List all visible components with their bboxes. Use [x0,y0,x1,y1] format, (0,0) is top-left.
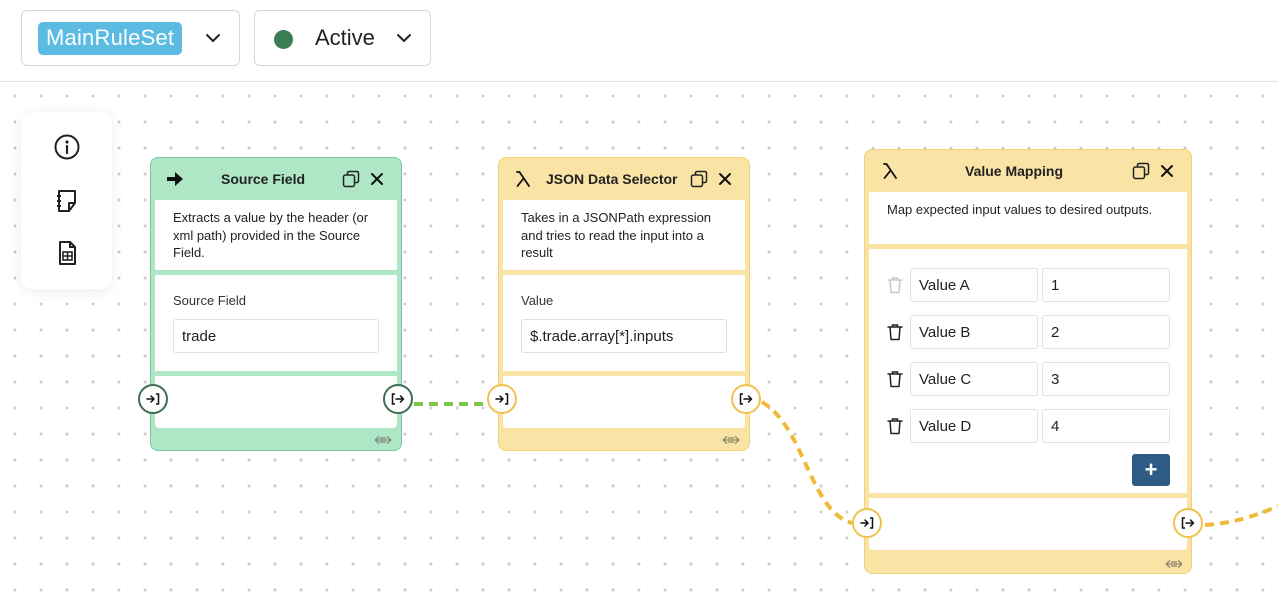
resize-horizontal-icon [1165,560,1183,568]
ruleset-select[interactable]: MainRuleSet [21,10,240,66]
add-mapping-label: + [1144,457,1158,482]
mapping-row: Value C 3 [869,362,1187,396]
input-port-icon [146,393,160,405]
mapping-row: Value A 1 [869,268,1187,302]
top-toolbar: MainRuleSet Active [0,0,1278,82]
copy-button[interactable] [342,170,360,188]
output-port-icon [391,393,405,405]
close-button[interactable] [716,170,734,188]
input-port-icon [860,517,874,529]
node-header[interactable]: Value Mapping [865,150,1191,192]
info-icon [54,134,80,160]
resize-handle[interactable] [722,434,740,446]
mapping-input-value[interactable]: Value B [910,315,1038,349]
value-mapping-node[interactable]: Value Mapping Map expected input values … [864,149,1192,574]
resize-horizontal-icon [374,436,392,444]
arrow-right-icon [165,169,185,189]
node-description: Takes in a JSONPath expression and tries… [521,210,712,260]
node-description: Extracts a value by the header (or xml p… [173,210,369,260]
lambda-icon [880,161,900,181]
mapping-table: Value A 1 Value B 2 Value C 3 Value D 4 … [869,249,1187,493]
copy-button[interactable] [1132,162,1150,180]
connection-wires [414,400,1278,527]
trash-icon[interactable] [887,276,903,294]
close-button[interactable] [1158,162,1176,180]
close-icon [719,173,731,185]
input-port[interactable] [852,508,882,538]
wire-json-to-mapping [760,400,853,525]
node-ports-section [155,376,397,428]
trash-icon[interactable] [887,370,903,388]
mapping-output-value[interactable]: 3 [1042,362,1170,396]
mapping-row: Value D 4 [869,409,1187,443]
output-port[interactable] [1173,508,1203,538]
note-button[interactable] [52,186,82,216]
input-port[interactable] [138,384,168,414]
mapping-input-value[interactable]: Value A [910,268,1038,302]
node-ports-section [503,376,745,428]
output-port[interactable] [383,384,413,414]
json-data-selector-node[interactable]: JSON Data Selector Takes in a JSONPath e… [498,157,750,451]
side-panel [21,112,112,289]
table-document-icon [59,241,76,265]
node-description: Map expected input values to desired out… [887,202,1153,217]
node-header[interactable]: JSON Data Selector [499,158,749,200]
node-ports-section [869,498,1187,550]
node-description-section: Map expected input values to desired out… [869,192,1187,244]
trash-icon[interactable] [887,417,903,435]
input-port-icon [495,393,509,405]
copy-icon [1132,162,1150,180]
chevron-down-icon [206,34,220,42]
lambda-icon [513,169,533,189]
node-field-section: Value $.trade.array[*].inputs [503,275,745,371]
resize-handle[interactable] [374,434,392,446]
field-label: Source Field [173,293,246,308]
mapping-output-value[interactable]: 1 [1042,268,1170,302]
copy-icon [342,170,360,188]
chevron-down-icon [397,34,411,42]
node-title: Value Mapping [965,163,1064,179]
table-document-button[interactable] [52,238,82,268]
copy-button[interactable] [690,170,708,188]
mapping-row: Value B 2 [869,315,1187,349]
resize-horizontal-icon [722,436,740,444]
source-field-input[interactable]: trade [173,319,379,353]
node-description-section: Extracts a value by the header (or xml p… [155,200,397,270]
output-port[interactable] [731,384,761,414]
status-label: Active [315,25,375,50]
info-button[interactable] [52,132,82,162]
mapping-input-value[interactable]: Value D [910,409,1038,443]
field-label: Value [521,293,554,308]
trash-icon[interactable] [887,323,903,341]
node-header[interactable]: Source Field [151,158,401,200]
mapping-output-value[interactable]: 4 [1042,409,1170,443]
source-field-node[interactable]: Source Field Extracts a value by the hea… [150,157,402,451]
node-title: Source Field [221,171,306,187]
jsonpath-input[interactable]: $.trade.array[*].inputs [521,319,727,353]
status-dot [274,30,293,49]
resize-handle[interactable] [1165,558,1183,570]
add-mapping-button[interactable]: + [1132,454,1170,486]
close-button[interactable] [368,170,386,188]
ruleset-name-tag: MainRuleSet [38,21,183,55]
copy-icon [690,170,708,188]
status-select[interactable]: Active [254,10,431,66]
flow-canvas[interactable]: Source Field Extracts a value by the hea… [0,82,1278,606]
wire-mapping-out [1204,504,1278,527]
output-port-icon [739,393,753,405]
output-port-icon [1181,517,1195,529]
input-port[interactable] [487,384,517,414]
mapping-output-value[interactable]: 2 [1042,315,1170,349]
close-icon [371,173,383,185]
node-description-section: Takes in a JSONPath expression and tries… [503,200,745,270]
node-title: JSON Data Selector [546,171,678,187]
close-icon [1161,165,1173,177]
mapping-input-value[interactable]: Value C [910,362,1038,396]
node-field-section: Source Field trade [155,275,397,371]
note-icon [57,190,76,212]
